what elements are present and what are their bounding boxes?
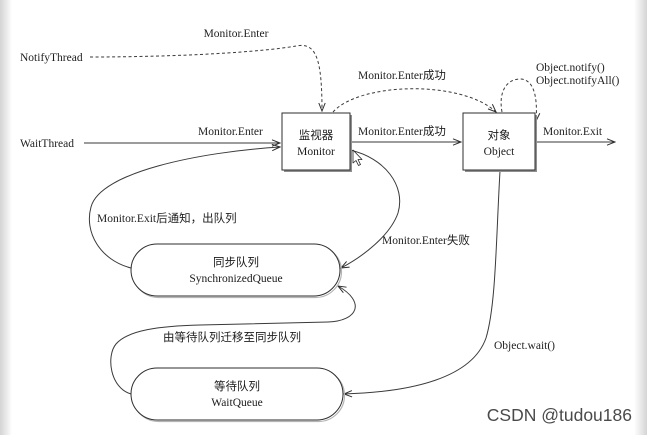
mouse-cursor-icon xyxy=(352,149,363,166)
label-object-notify: Object.notify() xyxy=(536,62,605,74)
csdn-watermark: CSDN @tudou186 xyxy=(487,405,632,425)
label-object-exit: Monitor.Exit xyxy=(543,126,603,138)
edge-notify-thread-to-monitor xyxy=(89,44,322,111)
synchronized-queue-title-en: SynchronizedQueue xyxy=(189,273,282,285)
label-monitor-to-object-dashed: Monitor.Enter成功 xyxy=(358,69,446,82)
object-box xyxy=(462,112,536,171)
object-node: 对象 Object xyxy=(462,112,537,172)
monitor-title-en: Monitor xyxy=(297,146,335,158)
label-sync-queue-to-monitor: Monitor.Exit后通知，出队列 xyxy=(97,211,237,225)
label-wait-queue-to-sync-queue: 由等待队列迁移至同步队列 xyxy=(163,330,301,344)
synchronized-queue-pill xyxy=(130,243,341,297)
edge-monitor-to-sync-queue xyxy=(341,149,401,268)
label-monitor-to-sync-queue: Monitor.Enter失败 xyxy=(382,233,470,247)
label-wait-thread-enter: Monitor.Enter xyxy=(198,126,263,138)
label-monitor-to-object: Monitor.Enter成功 xyxy=(358,125,446,138)
monitor-title-cn: 监视器 xyxy=(299,128,334,142)
synchronized-queue-node: 同步队列 SynchronizedQueue xyxy=(130,243,343,299)
wait-queue-title-en: WaitQueue xyxy=(211,397,262,409)
edge-wait-queue-to-sync-queue xyxy=(110,286,356,395)
edge-sync-queue-to-monitor xyxy=(88,147,280,269)
synchronized-queue-title-cn: 同步队列 xyxy=(213,255,259,269)
labels: Monitor.Enter NotifyThread Monitor.Enter… xyxy=(20,28,620,352)
nodes: 监视器 Monitor 对象 Object 同步队列 SynchronizedQ… xyxy=(130,112,537,423)
edge-monitor-to-object-dashed xyxy=(332,88,496,112)
monitor-box xyxy=(281,112,351,171)
notify-thread-label: NotifyThread xyxy=(20,52,83,64)
object-title-cn: 对象 xyxy=(488,128,511,142)
edges xyxy=(84,44,615,395)
label-object-notify-all: Object.notifyAll() xyxy=(536,75,620,87)
object-title-en: Object xyxy=(484,146,515,158)
edge-object-to-wait-queue xyxy=(344,170,501,394)
label-object-to-wait-queue: Object.wait() xyxy=(494,340,555,352)
monitor-node: 监视器 Monitor xyxy=(281,112,352,172)
label-notify-thread-enter: Monitor.Enter xyxy=(204,28,269,40)
wait-queue-node: 等待队列 WaitQueue xyxy=(130,367,346,423)
wait-queue-pill xyxy=(130,367,344,421)
edge-object-notify-loop xyxy=(500,78,536,121)
wait-thread-label: WaitThread xyxy=(20,138,74,150)
wait-queue-title-cn: 等待队列 xyxy=(214,379,260,393)
